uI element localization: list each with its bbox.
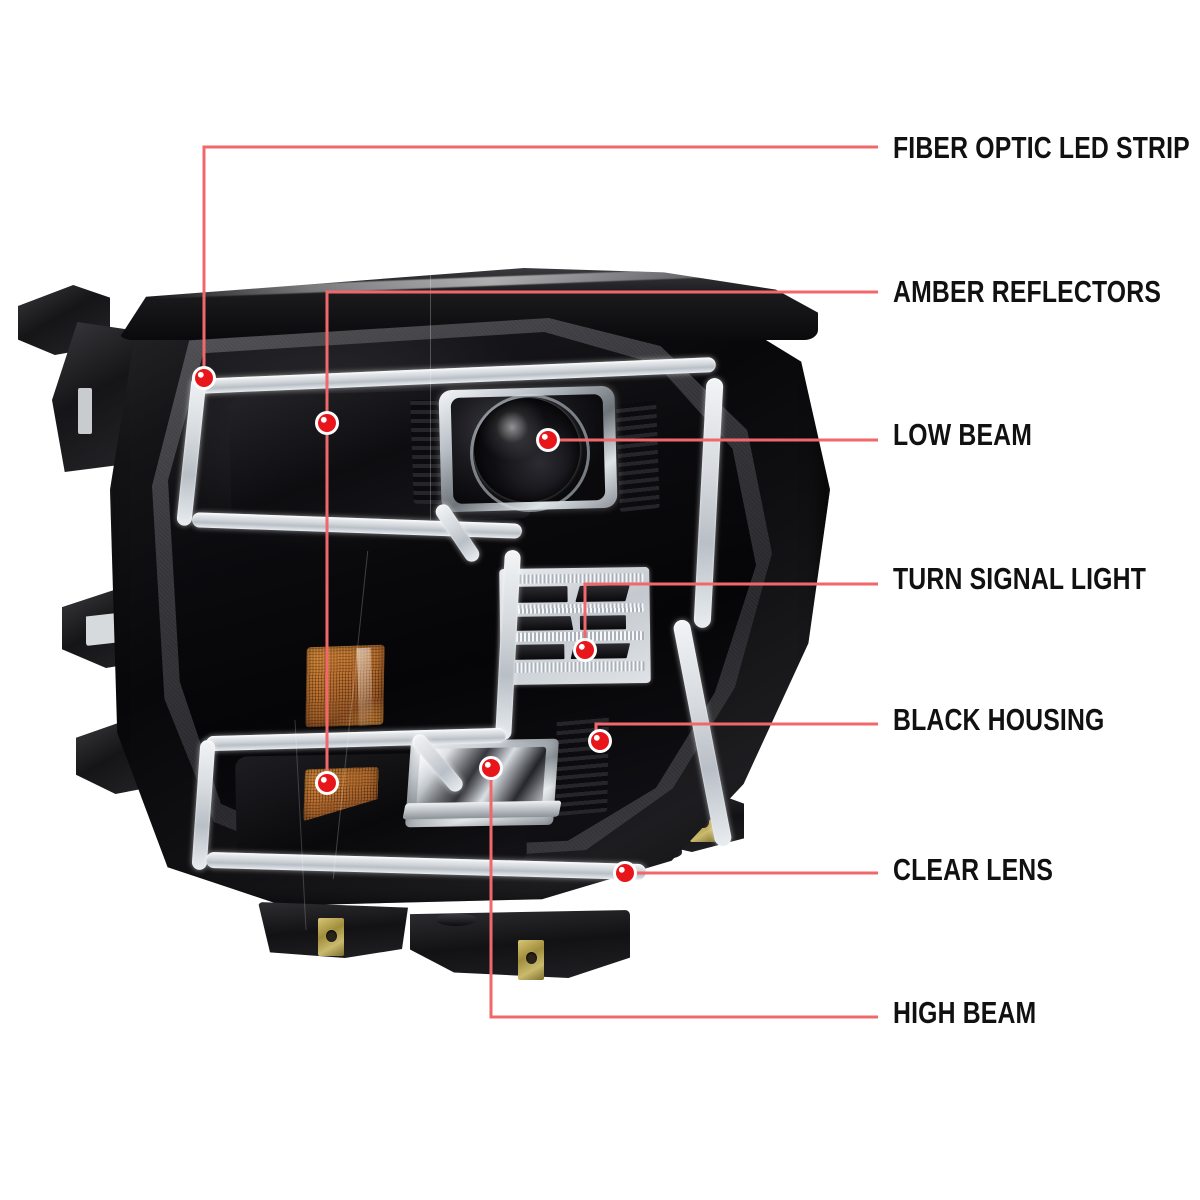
callout-label-clear-lens: CLEAR LENS: [893, 852, 1054, 887]
turn-signal-rib: [504, 661, 645, 673]
callout-label-amber-reflectors: AMBER REFLECTORS: [893, 274, 1162, 309]
mount-clip-hole-bottom-right: [526, 952, 537, 964]
turn-signal-rib: [504, 631, 645, 642]
turn-signal-segment: [511, 586, 568, 603]
headlight-product-image: [0, 250, 880, 990]
mount-clip-hole-bottom-left: [326, 930, 337, 942]
callout-label-turn-signal-light: TURN SIGNAL LIGHT: [893, 561, 1147, 596]
callout-label-fiber-optic-led-strip: FIBER OPTIC LED STRIP: [893, 130, 1190, 165]
fluted-reflector-left: [410, 399, 442, 505]
turn-signal-segment: [579, 615, 627, 630]
fluted-reflector-lower: [555, 715, 609, 817]
turn-signal-segment: [510, 644, 565, 660]
alignment-peg-bottom: [436, 914, 476, 926]
turn-signal-segment: [575, 585, 630, 602]
bracket-slot: [78, 388, 92, 434]
callout-label-low-beam: LOW BEAM: [893, 417, 1033, 452]
low-beam-projector-lens: [474, 398, 580, 502]
callout-label-high-beam: HIGH BEAM: [893, 995, 1037, 1030]
turn-signal-segment: [508, 616, 574, 631]
turn-signal-light-plate: [499, 566, 651, 686]
amber-reflector-glint: [356, 647, 374, 727]
turn-signal-rib: [505, 603, 644, 614]
photo-hairline: [430, 270, 431, 520]
callout-label-black-housing: BLACK HOUSING: [893, 702, 1105, 737]
fluted-reflector-right: [616, 399, 660, 513]
turn-signal-segment: [570, 643, 631, 660]
high-beam-lower-lip: [402, 800, 562, 820]
turn-signal-rib: [505, 573, 644, 584]
